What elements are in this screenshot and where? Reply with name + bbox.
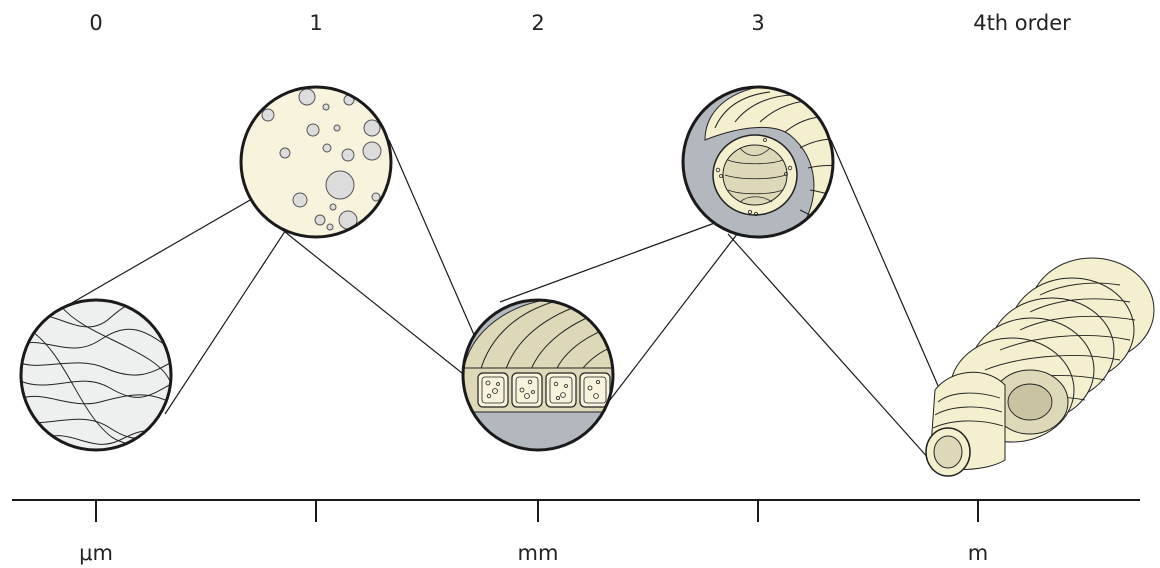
level-0-fibrils bbox=[19, 298, 173, 452]
order-label-4: 4th order bbox=[973, 11, 1071, 35]
order-label-1: 1 bbox=[309, 11, 322, 35]
level-2-cells bbox=[461, 298, 615, 452]
scale-label-mm: mm bbox=[518, 541, 559, 565]
scale-label-um: μm bbox=[79, 541, 113, 565]
order-label-3: 3 bbox=[751, 11, 764, 35]
level-1-porous bbox=[239, 85, 393, 239]
connector-lines bbox=[62, 139, 967, 461]
level-3-tube bbox=[681, 85, 835, 239]
scale-label-m: m bbox=[968, 541, 988, 565]
scale-axis bbox=[12, 499, 1140, 522]
order-label-2: 2 bbox=[531, 11, 544, 35]
order-label-0: 0 bbox=[89, 11, 102, 35]
level-4-helix bbox=[925, 257, 1155, 477]
